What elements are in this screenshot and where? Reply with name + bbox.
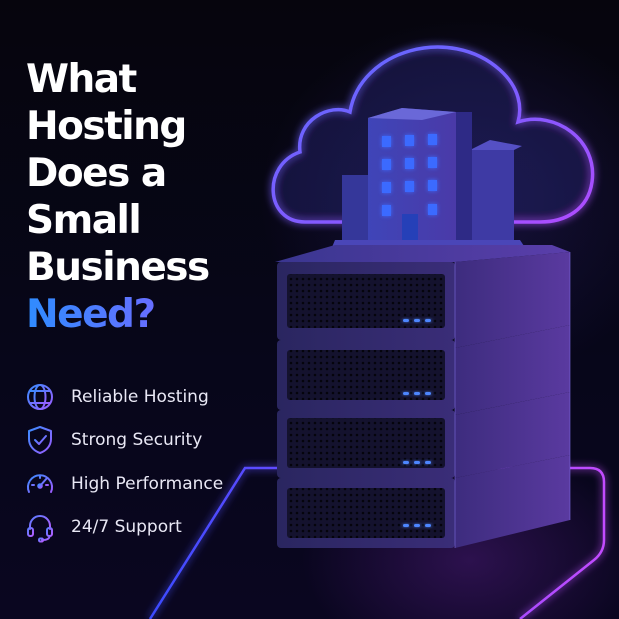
shield-check-icon (28, 426, 52, 455)
headline-line-5: Business (26, 245, 210, 290)
headline-line-2: Hosting (26, 104, 187, 149)
floor-glow (148, 466, 606, 619)
headline: What Hosting Does a Small Business Need? (26, 56, 276, 338)
headline-line-3: Does a (26, 151, 167, 196)
feature-label: Reliable Hosting (71, 386, 209, 407)
speedometer-icon (27, 474, 53, 493)
server-unit-1 (275, 245, 570, 348)
server-unit-4 (277, 455, 570, 548)
headset-icon (27, 515, 53, 543)
feature-item-strong-security: Strong Security (24, 419, 264, 463)
headline-line-4: Small (26, 198, 142, 243)
headline-line-1: What (26, 57, 137, 102)
feature-list: Reliable Hosting Strong Security (24, 375, 264, 549)
feature-item-high-performance: High Performance (24, 462, 264, 506)
feature-item-reliable-hosting: Reliable Hosting (24, 375, 264, 419)
feature-item-24-7-support: 24/7 Support (24, 506, 264, 550)
headline-accent: Need? (26, 291, 276, 338)
feature-label: Strong Security (71, 430, 203, 451)
server-unit-2 (277, 325, 570, 415)
globe-icon (27, 383, 53, 410)
server-unit-3 (277, 392, 570, 478)
server-stack (275, 245, 571, 548)
feature-label: 24/7 Support (71, 517, 182, 538)
feature-label: High Performance (71, 473, 224, 494)
